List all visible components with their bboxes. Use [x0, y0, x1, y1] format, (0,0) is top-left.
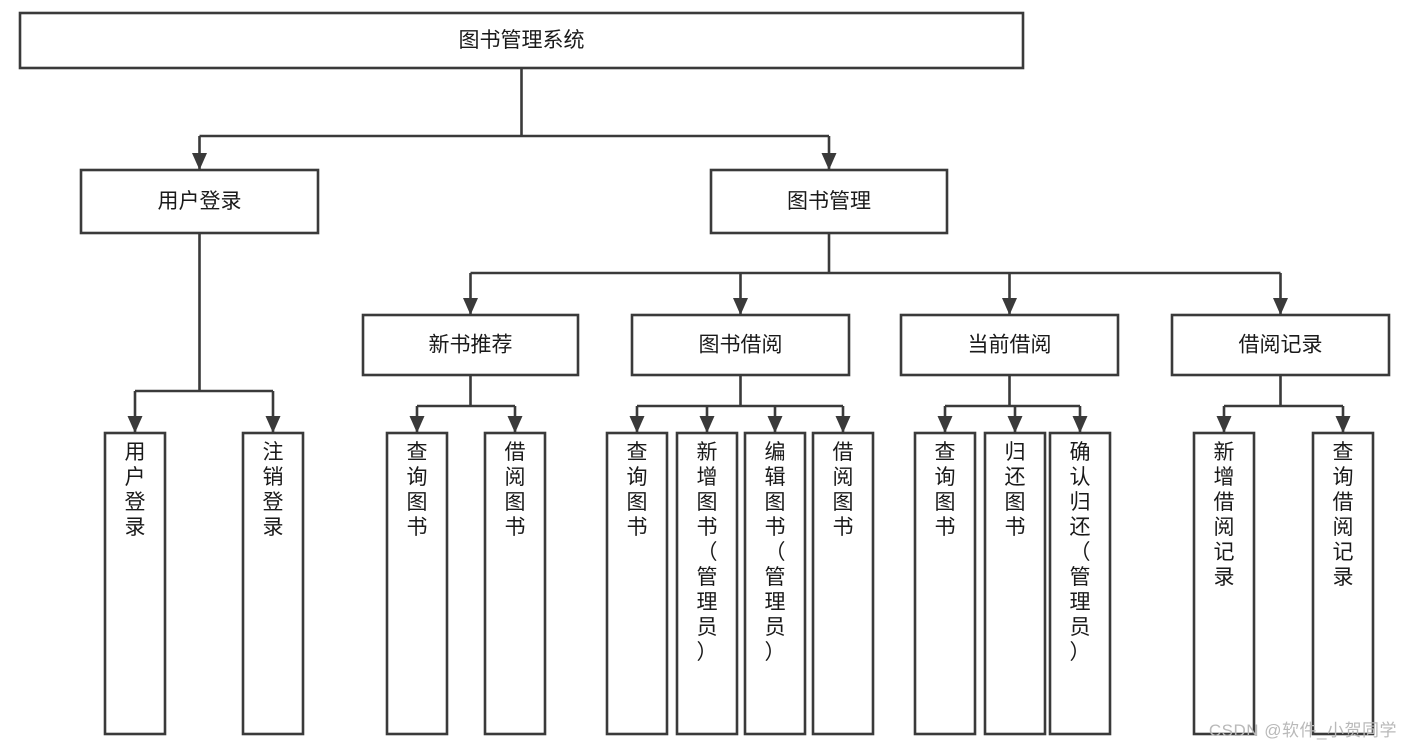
node-label-leaf-add-record: 新增借阅记录	[1214, 441, 1235, 589]
node-leaf-confirm-return[interactable]: 确认归还（管理员）	[1048, 431, 1112, 736]
node-label-leaf-user-login: 用户登录	[125, 441, 146, 539]
node-box-leaf-query-book-bb[interactable]	[605, 431, 669, 736]
node-box-leaf-edit-book[interactable]	[743, 431, 807, 736]
node-label-leaf-query-book-bb: 查询图书	[627, 441, 648, 539]
node-new-book-recommend[interactable]: 新书推荐	[361, 313, 580, 377]
node-box-leaf-query-record[interactable]	[1311, 431, 1375, 736]
arrow-head-icon	[127, 416, 143, 433]
node-leaf-logout[interactable]: 注销登录	[241, 431, 305, 736]
node-box-leaf-return-book[interactable]	[983, 431, 1047, 736]
node-box-leaf-add-book[interactable]	[675, 431, 739, 736]
node-leaf-query-record[interactable]: 查询借阅记录	[1311, 431, 1375, 736]
node-label-leaf-query-record: 查询借阅记录	[1333, 441, 1354, 589]
node-book-borrow[interactable]: 图书借阅	[630, 313, 851, 377]
node-label-leaf-logout: 注销登录	[263, 441, 284, 539]
node-label-new-book-recommend: 新书推荐	[429, 334, 513, 357]
node-current-borrow[interactable]: 当前借阅	[899, 313, 1120, 377]
node-label-book-manage: 图书管理	[787, 190, 871, 213]
node-label-leaf-return-book: 归还图书	[1005, 441, 1026, 539]
node-leaf-query-book-cb[interactable]: 查询图书	[913, 431, 977, 736]
arrow-head-icon	[1002, 298, 1017, 315]
node-box-root[interactable]	[18, 11, 1025, 70]
arrow-head-icon	[1007, 416, 1023, 433]
node-label-leaf-borrow-book-bb: 借阅图书	[833, 441, 854, 539]
node-leaf-borrow-book-rec[interactable]: 借阅图书	[483, 431, 547, 736]
node-box-leaf-logout[interactable]	[241, 431, 305, 736]
arrow-head-icon	[409, 416, 425, 433]
node-label-leaf-query-book-rec: 查询图书	[407, 441, 428, 539]
arrow-head-icon	[1072, 416, 1088, 433]
node-leaf-add-record[interactable]: 新增借阅记录	[1192, 431, 1256, 736]
node-leaf-query-book-bb[interactable]: 查询图书	[605, 431, 669, 736]
node-label-leaf-confirm-return: 确认归还（管理员）	[1070, 441, 1091, 664]
node-leaf-user-login[interactable]: 用户登录	[103, 431, 167, 736]
node-leaf-return-book[interactable]: 归还图书	[983, 431, 1047, 736]
node-box-leaf-query-book-rec[interactable]	[385, 431, 449, 736]
nodes-layer: 图书管理系统用户登录图书管理新书推荐图书借阅当前借阅借阅记录用户登录注销登录查询…	[18, 11, 1391, 736]
arrow-head-icon	[1216, 416, 1232, 433]
node-borrow-record[interactable]: 借阅记录	[1170, 313, 1391, 377]
arrow-head-icon	[463, 298, 478, 315]
node-root[interactable]: 图书管理系统	[18, 11, 1025, 70]
connectors-layer	[127, 68, 1351, 433]
node-leaf-edit-book[interactable]: 编辑图书（管理员）	[743, 431, 807, 736]
arrow-head-icon	[1335, 416, 1351, 433]
node-box-leaf-user-login[interactable]	[103, 431, 167, 736]
node-box-book-borrow[interactable]	[630, 313, 851, 377]
arrow-head-icon	[733, 298, 748, 315]
node-label-root: 图书管理系统	[459, 29, 585, 52]
arrow-head-icon	[937, 416, 953, 433]
node-label-leaf-query-book-cb: 查询图书	[935, 441, 956, 539]
node-box-user-login[interactable]	[79, 168, 320, 235]
node-label-borrow-record: 借阅记录	[1239, 334, 1323, 357]
node-label-leaf-borrow-book-rec: 借阅图书	[505, 441, 526, 539]
arrow-head-icon	[699, 416, 715, 433]
node-label-user-login: 用户登录	[158, 190, 242, 213]
node-user-login[interactable]: 用户登录	[79, 168, 320, 235]
arrow-head-icon	[1273, 298, 1288, 315]
arrow-head-icon	[821, 153, 837, 170]
node-box-leaf-query-book-cb[interactable]	[913, 431, 977, 736]
arrow-head-icon	[629, 416, 645, 433]
node-leaf-query-book-rec[interactable]: 查询图书	[385, 431, 449, 736]
node-label-leaf-edit-book: 编辑图书（管理员）	[765, 441, 786, 664]
arrow-head-icon	[835, 416, 851, 433]
node-box-new-book-recommend[interactable]	[361, 313, 580, 377]
node-leaf-borrow-book-bb[interactable]: 借阅图书	[811, 431, 875, 736]
arrow-head-icon	[192, 153, 207, 170]
node-label-current-borrow: 当前借阅	[968, 334, 1052, 357]
node-book-manage[interactable]: 图书管理	[709, 168, 949, 235]
node-label-leaf-add-book: 新增图书（管理员）	[697, 441, 718, 664]
node-label-book-borrow: 图书借阅	[699, 334, 783, 357]
node-box-leaf-confirm-return[interactable]	[1048, 431, 1112, 736]
node-box-current-borrow[interactable]	[899, 313, 1120, 377]
node-box-book-manage[interactable]	[709, 168, 949, 235]
node-box-leaf-add-record[interactable]	[1192, 431, 1256, 736]
node-box-leaf-borrow-book-rec[interactable]	[483, 431, 547, 736]
arrow-head-icon	[767, 416, 783, 433]
node-box-borrow-record[interactable]	[1170, 313, 1391, 377]
node-box-leaf-borrow-book-bb[interactable]	[811, 431, 875, 736]
arrow-head-icon	[265, 416, 281, 433]
node-leaf-add-book[interactable]: 新增图书（管理员）	[675, 431, 739, 736]
arrow-head-icon	[507, 416, 523, 433]
